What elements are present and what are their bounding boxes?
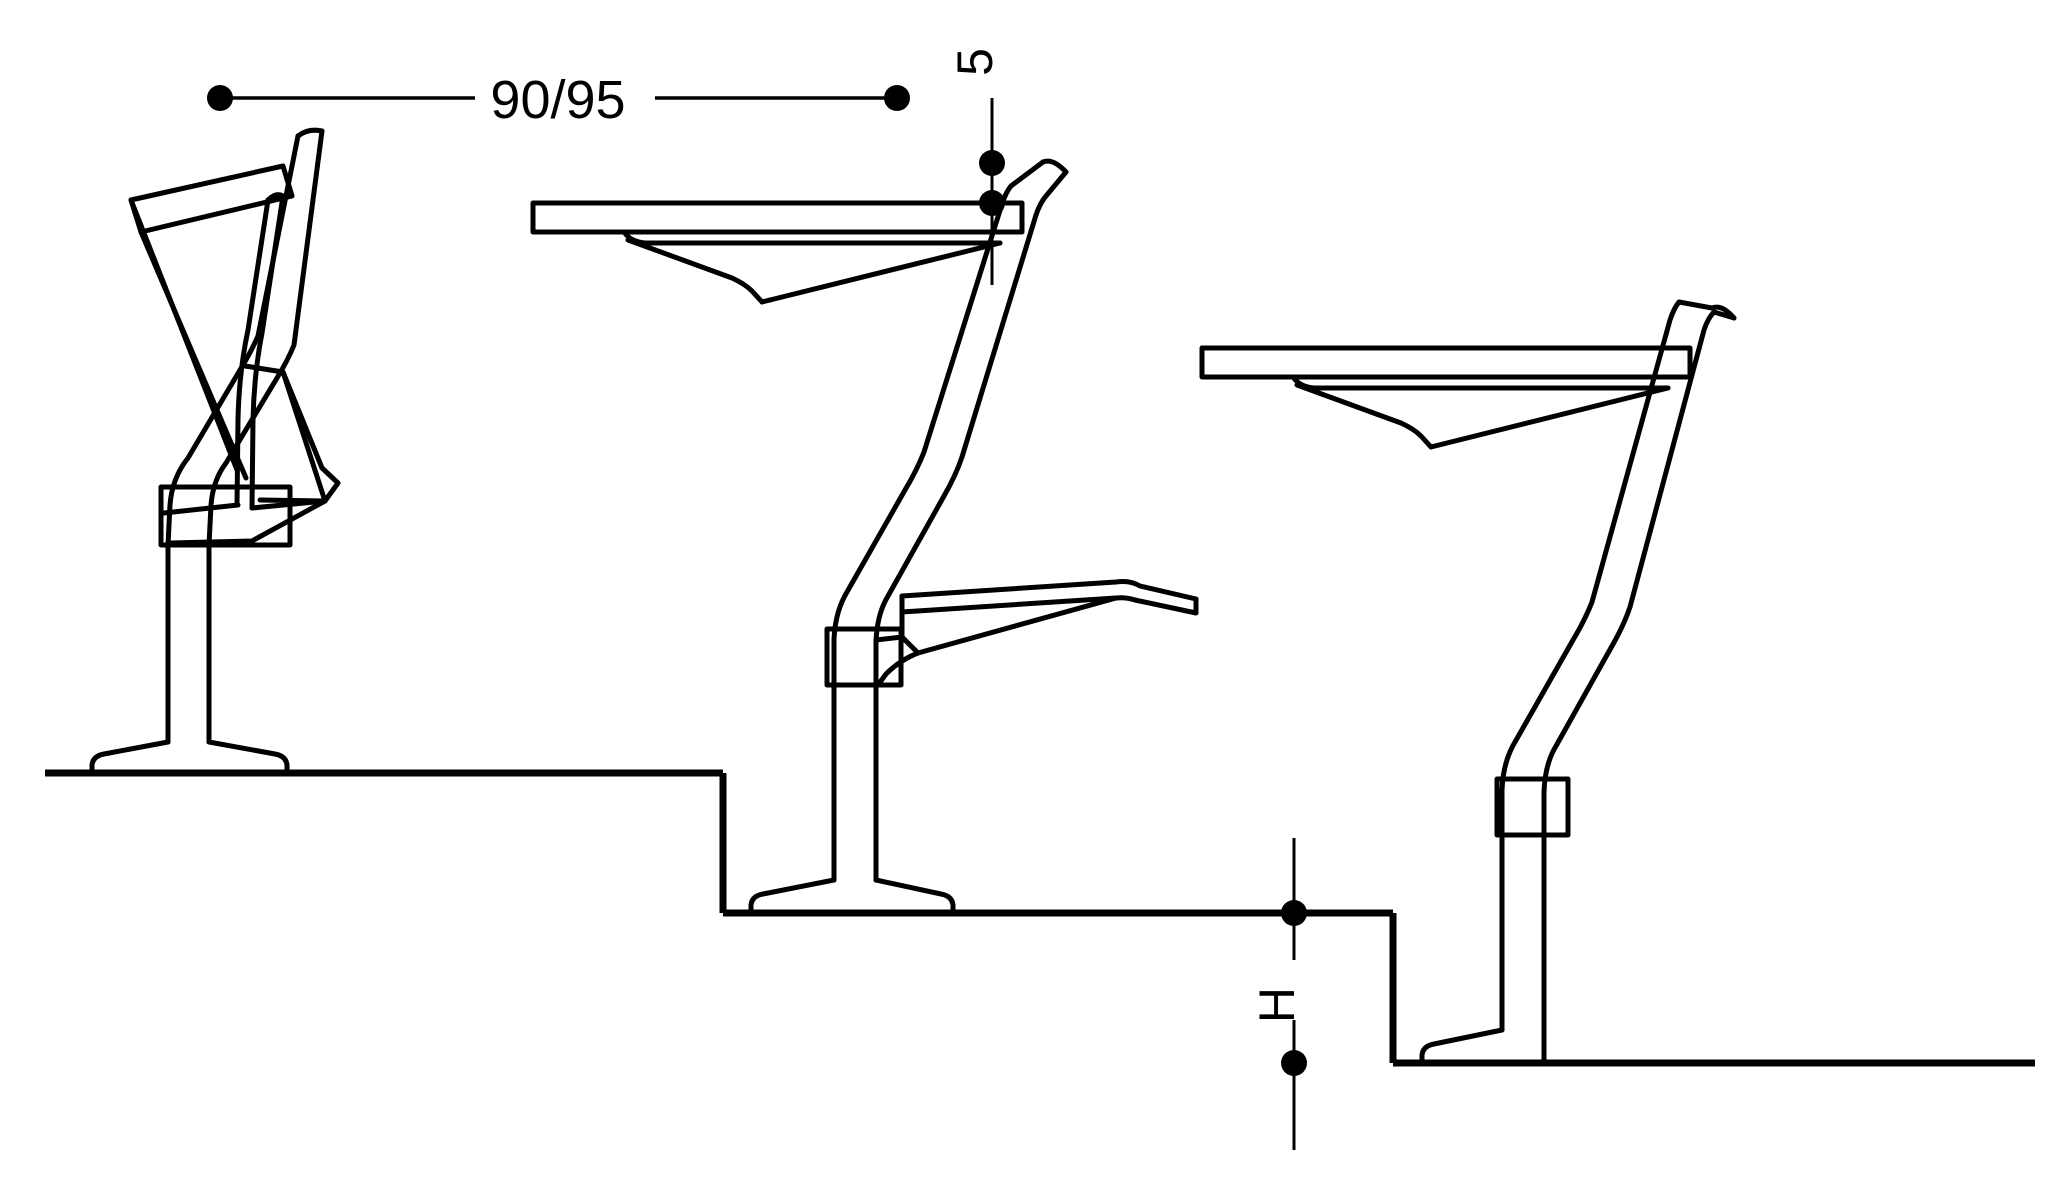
backrest-post-middle-front bbox=[831, 159, 1046, 688]
dimension-row-pitch: 90/95 bbox=[207, 70, 910, 130]
dimension-dot-step-height-end bbox=[1281, 1050, 1307, 1076]
seat-support-left-a bbox=[161, 502, 241, 516]
seat-bracket-middle-lower bbox=[873, 634, 905, 643]
tablet-support-bracket-middle-joint bbox=[759, 297, 773, 305]
dimension-dot-row-pitch-start bbox=[207, 85, 233, 111]
pedestal-base-middle-left bbox=[748, 697, 837, 916]
dimension-tablet-thickness: 5 bbox=[947, 48, 1005, 285]
seat-pan-left-tipped-top bbox=[265, 192, 286, 203]
tablet-support-bracket-middle-bottom bbox=[625, 237, 765, 305]
dimension-dot-row-pitch-end bbox=[884, 85, 910, 111]
seat-bracket-right bbox=[1494, 776, 1571, 838]
pedestal-base-middle-right bbox=[873, 697, 956, 916]
dimension-label-step-height: H bbox=[1249, 987, 1305, 1023]
writing-tablet-middle bbox=[530, 200, 1025, 235]
seat-unit-right bbox=[1199, 299, 1737, 1066]
dimension-dot-step-height-start bbox=[1281, 900, 1307, 926]
seat-support-left-b bbox=[167, 498, 328, 546]
backrest-post-middle-back bbox=[873, 169, 1069, 688]
seat-pan-middle-front-edge bbox=[899, 595, 1199, 616]
backrest-post-left-back bbox=[206, 128, 325, 548]
backrest-post-middle-top bbox=[1040, 158, 1069, 175]
seat-unit-middle bbox=[530, 158, 1199, 916]
dimension-dot-tablet-thickness-end bbox=[979, 190, 1005, 216]
dimension-label-row-pitch: 90/95 bbox=[490, 70, 625, 130]
dimension-dot-tablet-thickness-start bbox=[979, 150, 1005, 176]
writing-tablet-right bbox=[1199, 345, 1693, 380]
seat-bracket-middle-diag bbox=[875, 650, 921, 688]
tablet-support-bracket-right-joint bbox=[1428, 442, 1442, 450]
seat-side-panel-left-edge bbox=[280, 369, 328, 504]
backrest-post-right-front bbox=[1499, 299, 1715, 838]
pedestal-base-left-right bbox=[206, 557, 290, 776]
tablet-support-bracket-right-right bbox=[1436, 385, 1671, 448]
seat-pan-left-tipped-front bbox=[234, 197, 271, 508]
seat-bracket-left bbox=[158, 484, 293, 548]
seat-side-panel-left bbox=[242, 363, 341, 504]
seat-pan-left-tipped-back bbox=[249, 193, 286, 511]
tablet-support-bracket-right-bottom bbox=[1294, 382, 1434, 450]
writing-tablet-left-edge2 bbox=[138, 229, 249, 481]
pedestal-base-right-left bbox=[1419, 847, 1505, 1066]
seat-support-left-c bbox=[249, 498, 328, 511]
pedestal-base-left bbox=[89, 557, 171, 776]
floor-step-profile bbox=[45, 769, 2035, 1067]
backrest-post-right-top bbox=[1709, 304, 1737, 321]
seat-unit-left bbox=[89, 127, 341, 776]
backrest-post-right-back bbox=[1541, 309, 1737, 838]
dimension-label-tablet-thickness: 5 bbox=[947, 48, 1003, 76]
tablet-support-bracket-middle-right bbox=[767, 240, 1003, 303]
dimension-step-height: H bbox=[1249, 838, 1307, 1150]
backrest-post-left-top bbox=[295, 127, 325, 139]
seat-pan-middle-top bbox=[899, 579, 1199, 602]
